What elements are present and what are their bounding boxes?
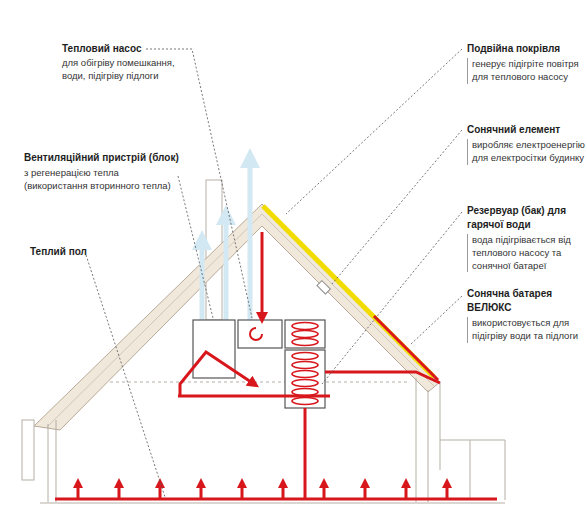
callout-text: для обігріву помешкання, води, підігріву… <box>62 57 192 83</box>
solar-cell <box>317 281 330 294</box>
tank-coils <box>292 323 318 405</box>
callout-text: виробляє електроенергію для електросітки… <box>467 139 585 165</box>
heating-pipes <box>55 232 497 499</box>
callout-heading: Тепловий насос <box>62 42 212 56</box>
heat-arrow <box>73 478 83 488</box>
heat-arrow-stem <box>405 487 408 498</box>
heat-arrow <box>155 478 165 488</box>
heat-arrow <box>442 478 452 488</box>
heat-arrow-stem <box>77 487 80 498</box>
heat-pump-symbol <box>250 328 262 340</box>
heat-arrow-stem <box>364 487 367 498</box>
callout-text: використовується для підігріву води та п… <box>467 317 585 343</box>
heat-arrow-stem <box>241 487 244 498</box>
heat-arrow <box>401 478 411 488</box>
heat-arrow <box>319 478 329 488</box>
leader-lines <box>86 49 462 497</box>
coil-winding <box>292 353 318 360</box>
coil-winding <box>292 371 318 378</box>
heat-arrow <box>360 478 370 488</box>
callout-heading: Вентиляційний пристрій (блок) <box>24 151 199 165</box>
heat-arrow <box>237 478 247 488</box>
coil-winding <box>292 331 318 338</box>
coil-winding <box>292 323 318 330</box>
heat-arrow-stem <box>446 487 449 498</box>
heat-pump <box>238 320 282 348</box>
heat-arrow <box>114 478 124 488</box>
coil-winding <box>292 380 318 387</box>
callout-text: з регенерацією тепла (використання втори… <box>24 167 174 193</box>
double-roof <box>34 204 440 430</box>
coil-winding <box>292 362 318 369</box>
callout-heading: Теплий пол <box>30 245 130 259</box>
air-flow-arrows <box>202 158 250 320</box>
heat-arrow <box>196 478 206 488</box>
heat-arrow-stem <box>200 487 203 498</box>
heat-arrow-stem <box>323 487 326 498</box>
callout-heading: Сонячна батарея ВЕЛЮКС <box>467 287 577 314</box>
heat-arrow <box>278 478 288 488</box>
callout-text: вода підігрівається від теплового насосу… <box>467 234 585 272</box>
floor-heat-arrows <box>73 478 452 498</box>
house-walls <box>22 378 505 503</box>
coil-winding <box>292 389 318 396</box>
callout-heading: Подвійна покрівля <box>467 42 582 56</box>
coil-winding <box>292 398 318 405</box>
heat-arrow-stem <box>282 487 285 498</box>
heat-arrow-stem <box>118 487 121 498</box>
heat-arrow-stem <box>159 487 162 498</box>
ventilation-unit <box>193 320 235 378</box>
coil-winding <box>292 339 318 346</box>
callout-text: генерує підігріте повітря для теплового … <box>467 58 585 84</box>
callout-heading: Резервуар (бак) для гарячої води <box>467 204 582 231</box>
callout-heading: Сонячний елемент <box>467 123 582 137</box>
